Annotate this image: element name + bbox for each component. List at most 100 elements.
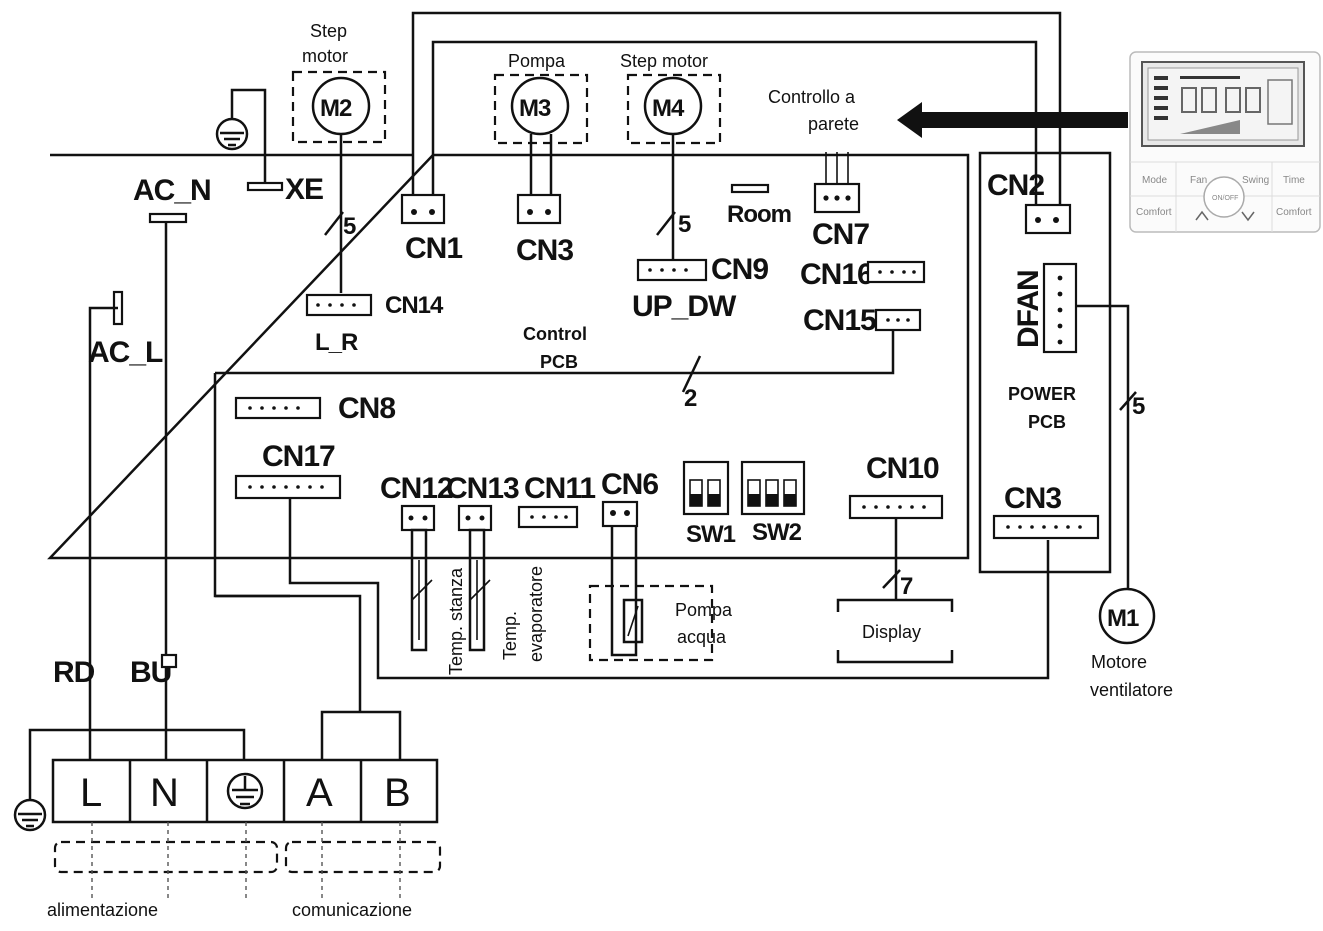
room-connector: Room [727,183,792,228]
m3-label: M3 [519,95,551,122]
sw2-label: SW2 [752,519,802,546]
fan-wire-count: 5 [1132,393,1145,420]
temp-evap-2: evaporatore [526,566,546,662]
wall-btn-time[interactable]: Time [1283,175,1305,186]
m2-wire-count: 5 [343,213,356,240]
power-cn3-label: CN3 [1004,482,1061,515]
field-cables: alimentazione comunicazione [47,822,442,920]
wall-controller: Controllo a parete Mode Fan Swing Time C… [768,51,1321,233]
wall-btn-fan[interactable]: Fan [1190,175,1207,186]
control-pcb-title-1: Control [523,324,587,344]
display-wire-count: 7 [900,573,913,600]
down-chevron-icon[interactable] [1241,211,1255,222]
step-motor-m4: Step motor M4 5 CN9 UP_DW [620,51,769,323]
cn11: CN11 [517,472,596,529]
cn7-label: CN7 [812,218,869,251]
cn8: CN8 [234,392,396,425]
wall-btn-onoff[interactable]: ON/OFF [1212,195,1238,202]
cn10: CN10 7 Display [836,452,954,664]
terminal-block: L N A B [51,758,439,824]
cn15-label: CN15 [803,304,876,337]
control-pcb-title-2: PCB [540,352,578,372]
dfan-label: DFAN [1012,270,1045,348]
cn1: CN1 [400,193,463,265]
ac-l: AC_L [88,290,164,730]
cn13: CN13 Temp. evaporatore [446,472,546,662]
temp-evap-1: Temp. [500,611,520,660]
cn11-label: CN11 [524,472,595,505]
cn6-label: CN6 [601,468,658,501]
wall-btn-swing[interactable]: Swing [1242,175,1269,186]
cn16-label: CN16 [800,258,873,291]
m2-caption-1: Step [310,21,347,41]
supply-wires: RD BU [28,653,402,800]
wall-control-caption-2: parete [808,114,859,134]
up-dw-label: UP_DW [632,290,737,323]
rd-label: RD [53,656,95,689]
m2-caption-2: motor [302,46,348,66]
pump-line-1: Pompa [675,600,733,620]
pump-line-2: acqua [677,627,727,647]
cn16: CN16 [800,258,926,291]
ac-l-label: AC_L [88,336,163,369]
terminal-b: B [384,771,411,815]
m1-label: M1 [1107,605,1139,632]
cn15-wire-count: 2 [684,385,697,412]
ground-xe: XE [215,88,324,206]
wall-control-caption-1: Controllo a [768,87,856,107]
cn17-label: CN17 [262,440,335,473]
up-chevron-icon[interactable] [1195,210,1209,221]
power-pcb-contents: CN2 DFAN POWER PCB CN3 [987,169,1100,540]
terminal-l: L [80,771,102,815]
arrow-icon [897,102,1128,138]
cn7: CN7 [812,152,870,251]
ac-n-label: AC_N [133,174,211,207]
cn2-label: CN2 [987,169,1044,202]
comunicazione-label: comunicazione [292,900,412,920]
m4-wire-count: 5 [678,211,691,238]
step-motor-m2: Step motor M2 5 CN14 L_R [291,21,445,356]
fan-motor-m1: 5 M1 Motore ventilatore [1076,304,1173,700]
alimentazione-label: alimentazione [47,900,158,920]
temp-stanza: Temp. stanza [446,567,466,675]
sw2: SW2 [740,460,806,546]
power-pcb-title-1: POWER [1008,384,1076,404]
wall-btn-comfort-left[interactable]: Comfort [1136,207,1172,218]
terminal-a: A [306,771,333,815]
cn8-label: CN8 [338,392,395,425]
power-pcb-title-2: PCB [1028,412,1066,432]
sw1: SW1 [682,460,737,548]
display-label: Display [862,622,921,642]
m4-caption: Step motor [620,51,708,71]
m4-label: M4 [652,95,685,122]
cn1-label: CN1 [405,232,462,265]
m1-caption-2: ventilatore [1090,680,1173,700]
pump-motor-m3: Pompa M3 CN3 [493,51,589,267]
cn12-label: CN12 [380,472,453,505]
cn17: CN17 [215,440,1050,712]
terminal-n: N [150,771,179,815]
cn13-label: CN13 [446,472,519,505]
cn10-label: CN10 [866,452,939,485]
m3-caption: Pompa [508,51,566,71]
wall-btn-comfort-right[interactable]: Comfort [1276,207,1312,218]
sw1-label: SW1 [686,521,736,548]
cn6: CN6 Pompa acqua [588,468,733,662]
cn1-cn2-loop [411,11,1062,205]
terminal-ground-icon [226,772,264,810]
xe-label: XE [285,173,323,206]
cn3-label: CN3 [516,234,573,267]
l-r-label: L_R [315,329,358,356]
cn15: CN15 2 [681,304,922,412]
wall-btn-mode[interactable]: Mode [1142,175,1167,186]
cn9-label: CN9 [711,253,768,286]
m2-label: M2 [320,95,352,122]
power-pcb [978,151,1112,574]
ac-n: AC_N [133,174,212,660]
room-label: Room [727,201,791,228]
m1-caption-1: Motore [1091,652,1147,672]
cn12: CN12 Temp. stanza [380,472,466,675]
ground-icon [13,798,47,832]
cn14-label: CN14 [385,292,444,319]
